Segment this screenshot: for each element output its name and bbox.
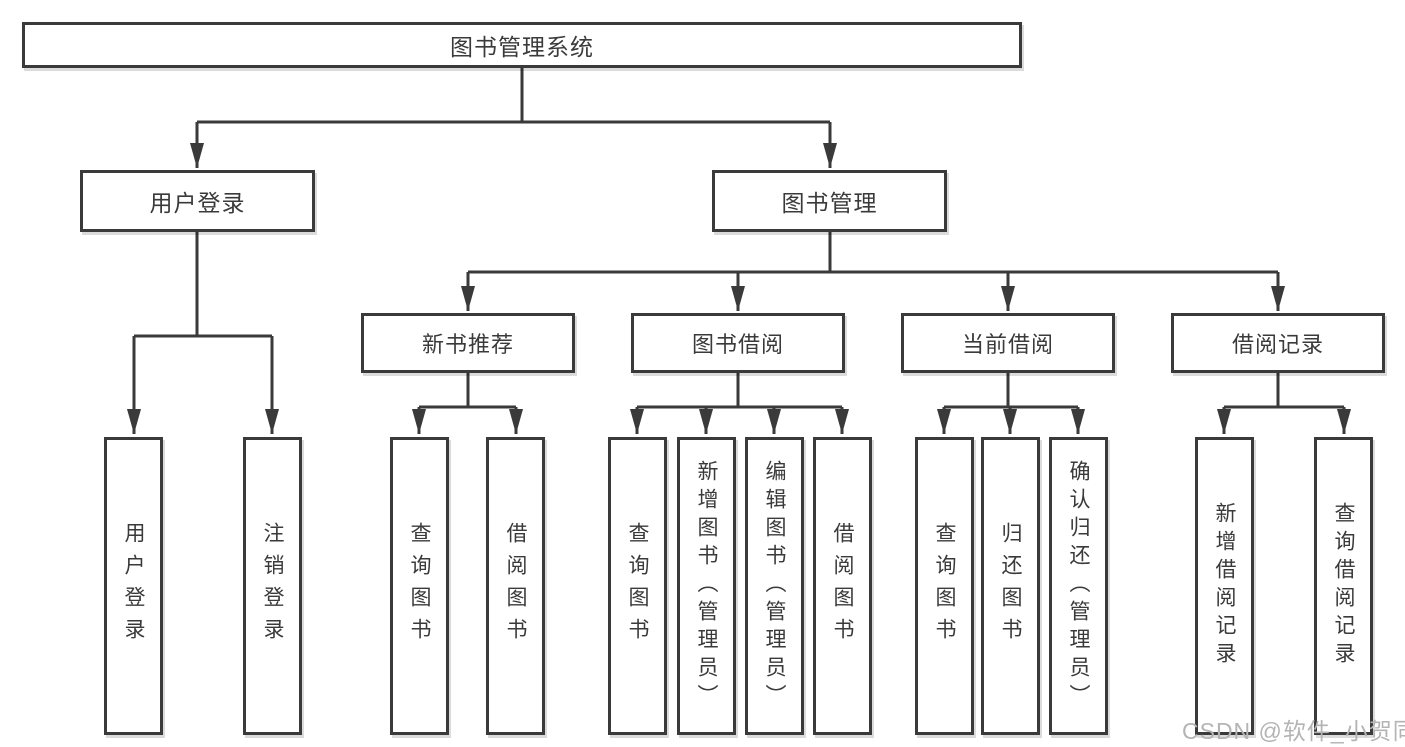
node-book-management: 图书管理 (712, 170, 947, 232)
leaf-return-book-label: 归还图书 (999, 522, 1022, 650)
leaf-logout-label: 注销登录 (261, 522, 284, 650)
leaf-user-login: 用户登录 (104, 437, 163, 735)
node-book-borrowing: 图书借阅 (631, 313, 845, 373)
leaf-return-book: 归还图书 (981, 437, 1040, 735)
leaf-query-books-recommend-label: 查询图书 (408, 522, 431, 650)
node-current-borrowing: 当前借阅 (901, 313, 1115, 373)
leaf-confirm-return-admin-label: 确认归还（管理员） (1067, 460, 1090, 712)
leaf-user-login-label: 用户登录 (122, 522, 145, 650)
leaf-query-books-borrow: 查询图书 (608, 437, 667, 735)
leaf-borrow-books-recommend-label: 借阅图书 (504, 522, 527, 650)
leaf-add-book-admin-label: 新增图书（管理员） (695, 460, 718, 712)
node-borrowing-records-label: 借阅记录 (1231, 332, 1324, 357)
leaf-borrow-books-recommend: 借阅图书 (486, 437, 545, 735)
node-root-label: 图书管理系统 (450, 34, 594, 60)
node-current-borrowing-label: 当前借阅 (961, 332, 1054, 357)
leaf-borrow-books: 借阅图书 (813, 437, 872, 735)
csdn-watermark: CSDN @软件_小贺同学 (1182, 718, 1405, 744)
node-root-system: 图书管理系统 (22, 22, 1022, 68)
node-new-book-recommend-label: 新书推荐 (421, 332, 514, 357)
leaf-confirm-return-admin: 确认归还（管理员） (1049, 437, 1108, 735)
leaf-edit-book-admin: 编辑图书（管理员） (745, 437, 804, 735)
leaf-add-book-admin: 新增图书（管理员） (677, 437, 736, 735)
leaf-logout: 注销登录 (243, 437, 302, 735)
node-book-management-label: 图书管理 (781, 190, 878, 216)
leaf-add-borrow-record: 新增借阅记录 (1195, 437, 1254, 735)
leaf-borrow-books-label: 借阅图书 (831, 522, 854, 650)
leaf-query-books-borrow-label: 查询图书 (626, 522, 649, 650)
node-borrowing-records: 借阅记录 (1171, 313, 1385, 373)
node-user-login: 用户登录 (80, 170, 315, 232)
leaf-query-borrow-record-label: 查询借阅记录 (1332, 502, 1355, 670)
leaf-add-borrow-record-label: 新增借阅记录 (1213, 502, 1236, 670)
leaf-query-books-recommend: 查询图书 (390, 437, 449, 735)
node-user-login-label: 用户登录 (149, 190, 246, 216)
node-book-borrowing-label: 图书借阅 (691, 332, 784, 357)
leaf-edit-book-admin-label: 编辑图书（管理员） (763, 460, 786, 712)
leaf-query-borrow-record: 查询借阅记录 (1314, 437, 1373, 735)
node-new-book-recommend: 新书推荐 (361, 313, 575, 373)
leaf-query-books-current: 查询图书 (915, 437, 974, 735)
leaf-query-books-current-label: 查询图书 (933, 522, 956, 650)
